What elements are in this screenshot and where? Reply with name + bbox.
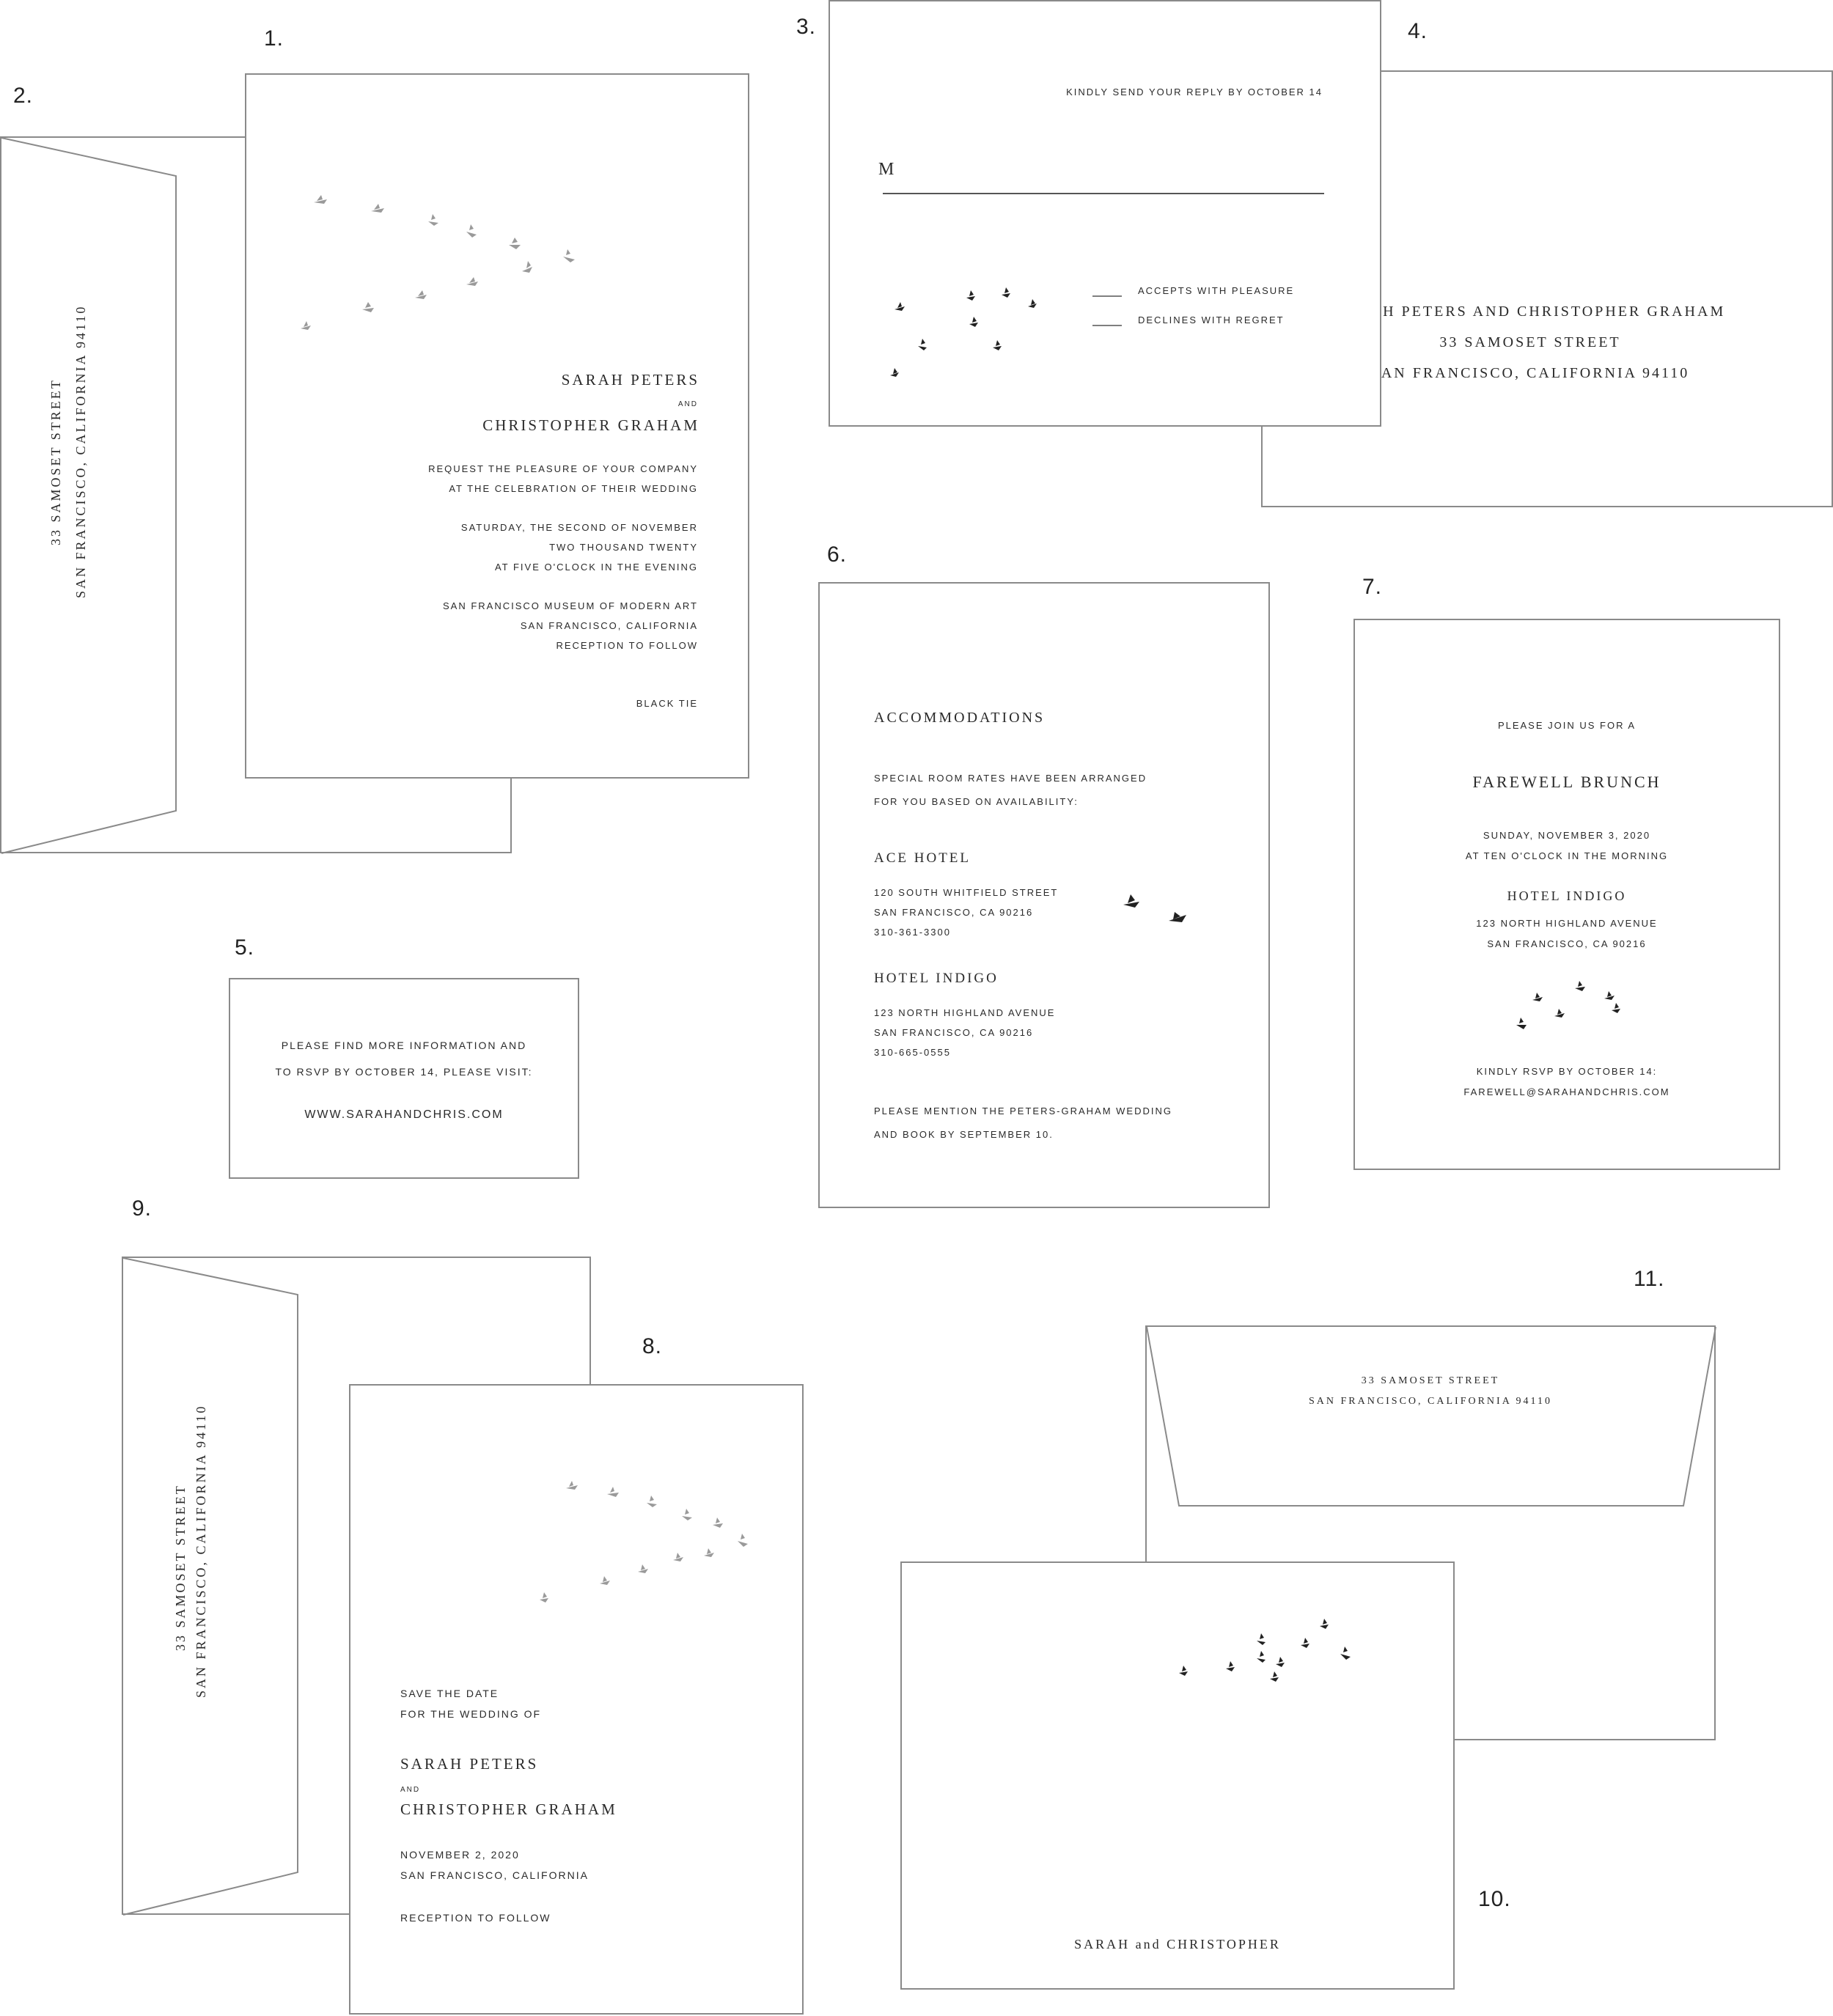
brunch-city: SAN FRANCISCO, CA 90216 (1487, 938, 1647, 949)
save-the-date-card: SAVE THE DATE FOR THE WEDDING OF SARAH P… (349, 1384, 804, 2015)
note-card: SARAH and CHRISTOPHER (900, 1561, 1455, 1990)
item-number-6: 6. (827, 542, 848, 567)
save-the-date-birds (540, 1481, 748, 1603)
reply-card: KINDLY SEND YOUR REPLY BY OCTOBER 14 M A… (829, 0, 1381, 427)
info-line-1: PLEASE FIND MORE INFORMATION AND (281, 1040, 527, 1051)
save-the-date-name-2: CHRISTOPHER GRAHAM (400, 1800, 617, 1818)
invitation-venue-2: SAN FRANCISCO, CALIFORNIA (520, 620, 698, 631)
info-url: WWW.SARAHANDCHRIS.COM (304, 1108, 504, 1121)
note-envelope-street: 33 SAMOSET STREET (1361, 1375, 1500, 1386)
accommodations-note-1: PLEASE MENTION THE PETERS-GRAHAM WEDDING (874, 1106, 1172, 1116)
brunch-intro: PLEASE JOIN US FOR A (1497, 720, 1637, 731)
note-envelope-city: SAN FRANCISCO, CALIFORNIA 94110 (1308, 1396, 1553, 1407)
brunch-email: FAREWELL@SARAHANDCHRIS.COM (1463, 1086, 1670, 1097)
invitation-line-1: REQUEST THE PLEASURE OF YOUR COMPANY (428, 463, 698, 474)
reply-envelope-city: SAN FRANCISCO, CALIFORNIA 94110 (1370, 365, 1690, 381)
save-the-date-date: NOVEMBER 2, 2020 (400, 1849, 520, 1861)
envelope-2-city: SAN FRANCISCO, CALIFORNIA 94110 (194, 1404, 208, 1698)
invitation-date-3: AT FIVE O'CLOCK IN THE EVENING (494, 562, 698, 573)
accommodations-title: ACCOMMODATIONS (874, 710, 1046, 726)
brunch-rsvp: KINDLY RSVP BY OCTOBER 14: (1476, 1066, 1658, 1077)
envelope-1-city: SAN FRANCISCO, CALIFORNIA 94110 (73, 304, 88, 598)
invitation-name-1: SARAH PETERS (561, 371, 699, 389)
item-number-4: 4. (1408, 19, 1428, 43)
brunch-birds (1516, 981, 1620, 1029)
invitation-card: SARAH PETERS AND CHRISTOPHER GRAHAM REQU… (245, 73, 749, 779)
invitation-name-2: CHRISTOPHER GRAHAM (482, 416, 699, 434)
invitation-and: AND (677, 400, 698, 408)
info-card: PLEASE FIND MORE INFORMATION AND TO RSVP… (229, 978, 579, 1179)
item-number-8: 8. (642, 1334, 663, 1358)
invitation-date-1: SATURDAY, THE SECOND OF NOVEMBER (460, 522, 698, 533)
invitation-line-2: AT THE CELEBRATION OF THEIR WEDDING (449, 483, 698, 494)
item-number-11: 11. (1634, 1267, 1665, 1291)
accommodations-intro-1: SPECIAL ROOM RATES HAVE BEEN ARRANGED (874, 773, 1147, 784)
item-number-1: 1. (264, 26, 284, 51)
accommodations-birds (1123, 894, 1186, 922)
brunch-title: FAREWELL BRUNCH (1472, 773, 1661, 791)
reply-declines-option: DECLINES WITH REGRET (1138, 314, 1285, 325)
accommodations-note-2: AND BOOK BY SEPTEMBER 10. (874, 1129, 1054, 1140)
item-number-5: 5. (235, 935, 255, 960)
hotel-1-phone: 310-361-3300 (874, 927, 951, 938)
invitation-dress-code: BLACK TIE (636, 698, 698, 709)
save-the-date-reception: RECEPTION TO FOLLOW (400, 1912, 551, 1924)
note-card-signature: SARAH and CHRISTOPHER (1074, 1937, 1281, 1951)
brunch-street: 123 NORTH HIGHLAND AVENUE (1476, 918, 1658, 929)
brunch-date: SUNDAY, NOVEMBER 3, 2020 (1483, 830, 1651, 841)
brunch-card: PLEASE JOIN US FOR A FAREWELL BRUNCH SUN… (1353, 619, 1780, 1170)
save-the-date-line-1: SAVE THE DATE (400, 1688, 499, 1699)
save-the-date-place: SAN FRANCISCO, CALIFORNIA (400, 1869, 589, 1881)
reply-m-label: M (878, 160, 895, 179)
hotel-2-street: 123 NORTH HIGHLAND AVENUE (874, 1007, 1056, 1018)
reply-accepts-option: ACCEPTS WITH PLEASURE (1138, 285, 1295, 296)
info-line-2: TO RSVP BY OCTOBER 14, PLEASE VISIT: (275, 1066, 533, 1078)
hotel-1-name: ACE HOTEL (874, 850, 971, 866)
hotel-2-name: HOTEL INDIGO (874, 971, 999, 986)
hotel-1-street: 120 SOUTH WHITFIELD STREET (874, 887, 1059, 898)
envelope-1-flap (1, 137, 177, 854)
accommodations-intro-2: FOR YOU BASED ON AVAILABILITY: (874, 796, 1079, 807)
envelope-1-street: 33 SAMOSET STREET (48, 378, 63, 545)
hotel-1-city: SAN FRANCISCO, CA 90216 (874, 907, 1034, 918)
invitation-birds (301, 195, 575, 330)
reply-envelope-street: 33 SAMOSET STREET (1439, 334, 1621, 350)
reply-deadline: KINDLY SEND YOUR REPLY BY OCTOBER 14 (1066, 87, 1323, 98)
envelope-2-street: 33 SAMOSET STREET (173, 1484, 188, 1651)
brunch-venue: HOTEL INDIGO (1507, 889, 1627, 903)
hotel-2-phone: 310-665-0555 (874, 1047, 951, 1058)
reply-envelope-name: SARAH PETERS AND CHRISTOPHER GRAHAM (1334, 303, 1726, 320)
item-number-7: 7. (1362, 575, 1383, 599)
item-number-10: 10. (1478, 1887, 1511, 1911)
brunch-time: AT TEN O'CLOCK IN THE MORNING (1465, 850, 1669, 861)
save-the-date-line-2: FOR THE WEDDING OF (400, 1708, 542, 1720)
hotel-2-city: SAN FRANCISCO, CA 90216 (874, 1027, 1034, 1038)
invitation-venue-3: RECEPTION TO FOLLOW (556, 640, 698, 651)
invitation-venue-1: SAN FRANCISCO MUSEUM OF MODERN ART (442, 600, 698, 611)
envelope-2-flap (122, 1257, 298, 1916)
item-number-9: 9. (132, 1196, 153, 1221)
reply-lines (883, 193, 1324, 377)
save-the-date-and: AND (400, 1786, 421, 1794)
accommodations-card: ACCOMMODATIONS SPECIAL ROOM RATES HAVE B… (818, 582, 1270, 1208)
note-card-birds (1179, 1619, 1351, 1682)
item-number-2: 2. (13, 84, 34, 108)
note-card-envelope-flap (1146, 1326, 1716, 1507)
item-number-3: 3. (796, 15, 817, 39)
invitation-date-2: TWO THOUSAND TWENTY (549, 542, 698, 553)
save-the-date-name-1: SARAH PETERS (400, 1755, 539, 1773)
